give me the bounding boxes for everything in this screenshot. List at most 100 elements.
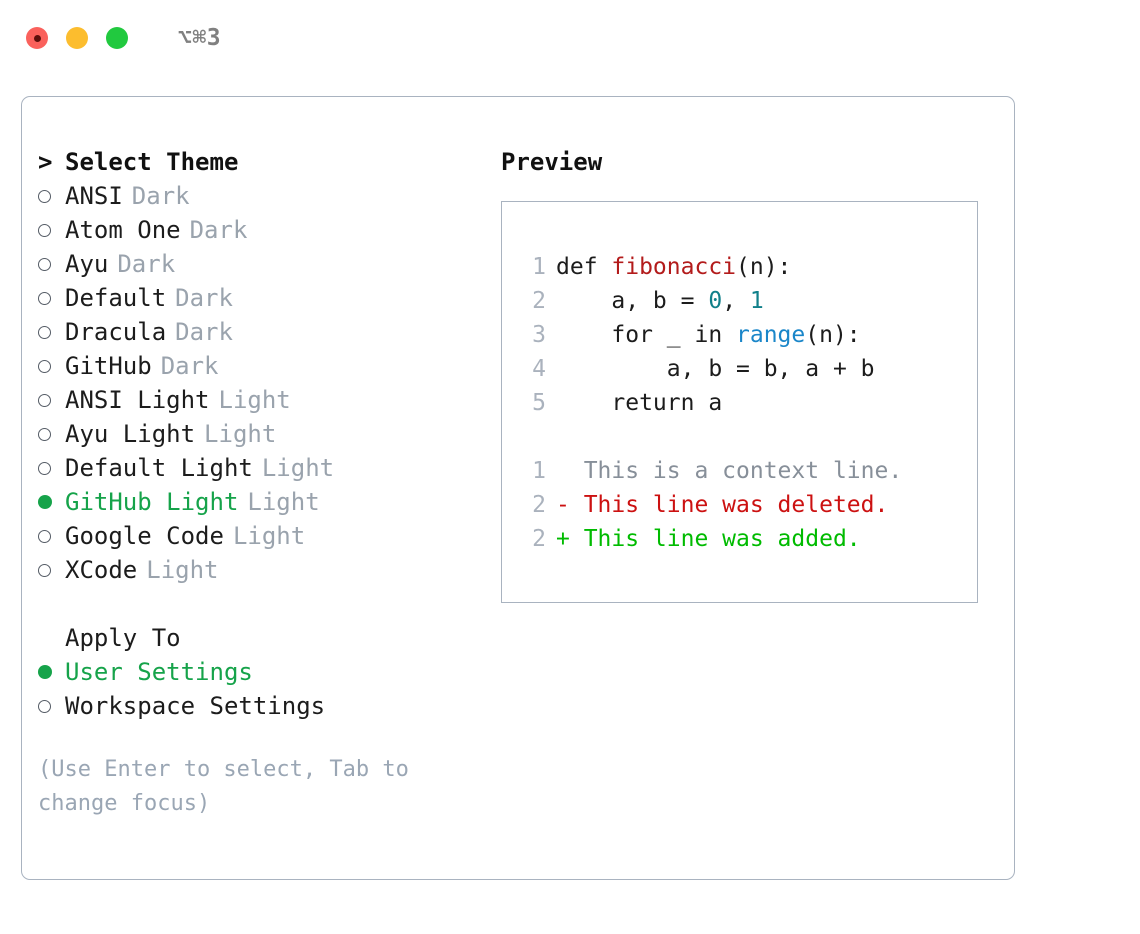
code-token: for _ in <box>556 322 737 348</box>
theme-option-github-light[interactable]: GitHub Light Light <box>38 485 483 519</box>
theme-option-ansi[interactable]: ANSI Dark <box>38 179 483 213</box>
radio-dot <box>38 291 51 305</box>
code-line-number: 1 <box>532 254 546 280</box>
radio-dot <box>38 427 51 441</box>
radio-dot <box>38 393 51 407</box>
code-line: 3 for _ in range(n): <box>502 318 977 352</box>
keyboard-hint-text: (Use Enter to select, Tab to change focu… <box>38 757 423 816</box>
theme-option-github[interactable]: GitHub Dark <box>38 349 483 383</box>
code-line-number: 4 <box>532 356 546 382</box>
radio-dot <box>38 359 51 373</box>
theme-variant: Light <box>218 386 291 414</box>
apply-to-label-text: Workspace Settings <box>65 692 326 720</box>
radio-dot <box>38 529 51 543</box>
code-line: 4 a, b = b, a + b <box>502 352 977 386</box>
diff-line-text: - This line was deleted. <box>556 492 889 518</box>
theme-variant: Dark <box>175 284 233 312</box>
theme-variant: Dark <box>189 216 248 244</box>
radio-dot <box>38 257 51 271</box>
theme-name: Atom One <box>65 216 181 244</box>
theme-name: GitHub Light <box>65 488 239 516</box>
code-token: a, b = <box>556 288 709 314</box>
code-token: fibonacci <box>611 254 737 280</box>
minimize-button[interactable] <box>66 27 88 49</box>
radio-unselected-icon <box>38 189 65 203</box>
prompt-caret-icon: > <box>38 148 53 176</box>
theme-variant: Dark <box>175 318 233 346</box>
radio-unselected-icon <box>38 291 65 305</box>
theme-name: ANSI <box>65 182 123 210</box>
radio-unselected-icon <box>38 529 65 543</box>
code-token: a, b = b, a + b <box>556 356 875 382</box>
apply-to-option-user-settings[interactable]: User Settings <box>38 655 483 689</box>
diff-line: 1 This is a context line. <box>502 454 977 488</box>
theme-variant: Light <box>204 420 277 448</box>
code-line: 5 return a <box>502 386 977 420</box>
radio-dot <box>38 563 51 577</box>
diff-line-text: This is a context line. <box>556 458 903 484</box>
select-theme-header: > Select Theme <box>38 145 483 179</box>
code-token: , <box>722 288 750 314</box>
code-line-number: 5 <box>532 390 546 416</box>
theme-name: Dracula <box>65 318 167 346</box>
window-title-shortcut: ⌥⌘3 <box>178 25 222 51</box>
apply-to-label-text: User Settings <box>65 658 253 686</box>
theme-variant: Dark <box>160 352 219 380</box>
title-bar: ⌥⌘3 <box>0 0 1140 76</box>
theme-variant: Dark <box>117 250 176 278</box>
radio-unselected-icon <box>38 257 65 271</box>
radio-unselected-icon <box>38 223 65 237</box>
radio-unselected-icon <box>38 563 65 577</box>
radio-unselected-icon <box>38 325 65 339</box>
code-line-number: 2 <box>532 288 546 314</box>
theme-name: GitHub <box>65 352 152 380</box>
select-theme-label: Select Theme <box>65 148 239 176</box>
radio-dot <box>38 699 51 713</box>
theme-variant: Dark <box>131 182 190 210</box>
diff-line: 2+ This line was added. <box>502 522 977 556</box>
theme-name: Ayu <box>65 250 109 278</box>
radio-selected-icon <box>38 665 65 679</box>
diff-line: 2 - This line was deleted. <box>502 488 977 522</box>
radio-dot <box>38 461 51 475</box>
theme-option-atom-one[interactable]: Atom One Dark <box>38 213 483 247</box>
apply-to-header: Apply To <box>38 621 483 655</box>
code-line-number: 3 <box>532 322 546 348</box>
radio-dot <box>38 665 52 679</box>
radio-dot <box>38 325 51 339</box>
close-button[interactable] <box>26 27 48 49</box>
diff-sample: 1 This is a context line. 2 - This line wa… <box>502 454 977 556</box>
code-token: (n): <box>805 322 861 348</box>
radio-selected-icon <box>38 495 65 509</box>
code-diff-gap <box>502 420 977 454</box>
radio-unselected-icon <box>38 427 65 441</box>
code-token: return a <box>556 390 723 416</box>
apply-to-label: Apply To <box>65 624 181 652</box>
theme-option-dracula[interactable]: Dracula Dark <box>38 315 483 349</box>
theme-option-ayu[interactable]: Ayu Dark <box>38 247 483 281</box>
theme-variant: Light <box>247 488 320 516</box>
code-token: 0 <box>708 288 723 314</box>
diff-line-number: 2 <box>532 492 546 518</box>
apply-to-option-workspace-settings[interactable]: Workspace Settings <box>38 689 483 723</box>
zoom-button[interactable] <box>106 27 128 49</box>
theme-variant: Light <box>146 556 219 584</box>
diff-line-number: 2 <box>532 526 546 552</box>
code-token: range <box>736 322 806 348</box>
theme-variant: Light <box>261 454 335 482</box>
theme-name: Default <box>65 284 167 312</box>
theme-option-default[interactable]: Default Dark <box>38 281 483 315</box>
